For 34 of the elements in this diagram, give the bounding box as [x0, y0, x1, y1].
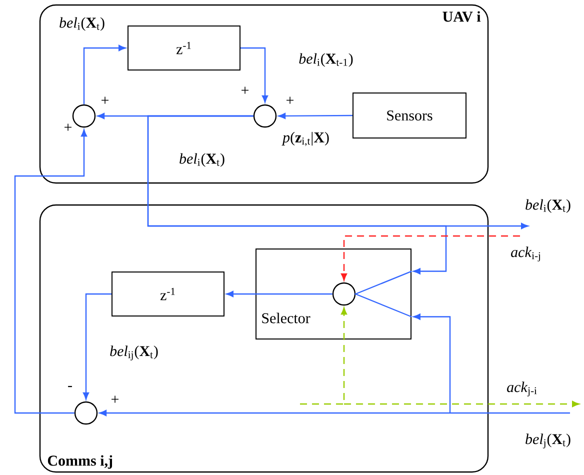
arrow [147, 115, 447, 274]
summing-junction [72, 104, 96, 128]
signal-label: ack$_{j-i}$ [507, 382, 537, 396]
sign-label: + [112, 396, 118, 403]
sign-label: - [68, 386, 72, 388]
sign-label: + [64, 124, 72, 131]
arrow [240, 47, 268, 103]
arrow [278, 112, 352, 119]
summing-junction [332, 282, 356, 306]
edge-label: bel$_{i}$(X$_{t}$) [58, 16, 106, 32]
sign-label: + [102, 96, 108, 104]
edge-label: bel$_{j}$(X$_{t}$) [524, 432, 572, 450]
edge-label: p(z$_{i,t}$|X) [282, 130, 330, 148]
arrow [300, 307, 348, 405]
arrow [83, 44, 126, 104]
arrow [413, 314, 451, 413]
arrow [340, 235, 520, 281]
edge-label: bel$_{ij}$(X$_{t}$) [108, 344, 160, 362]
process-box: Sensors [352, 92, 466, 138]
arrow [14, 129, 88, 414]
arrow [99, 410, 570, 416]
edge-label: bel$_{i}$(X$_{t}$) [524, 198, 572, 214]
arrow [82, 293, 112, 400]
summing-junction [253, 104, 277, 128]
arrow [226, 290, 332, 298]
selector-box: Selector [256, 248, 412, 340]
edge-label: bel$_{i}$(X$_{t-1}$) [298, 52, 354, 68]
summing-junction [74, 401, 98, 425]
edge-label: bel$_{i}$(X$_{t}$) [178, 152, 226, 168]
edge-label: ack$_{i-j}$ [510, 246, 542, 262]
sign-label: + [242, 86, 248, 94]
process-box: z$^{-1}$ [112, 272, 224, 316]
process-box: z$^{-1}$ [128, 26, 240, 70]
sign-label: + [286, 96, 294, 104]
